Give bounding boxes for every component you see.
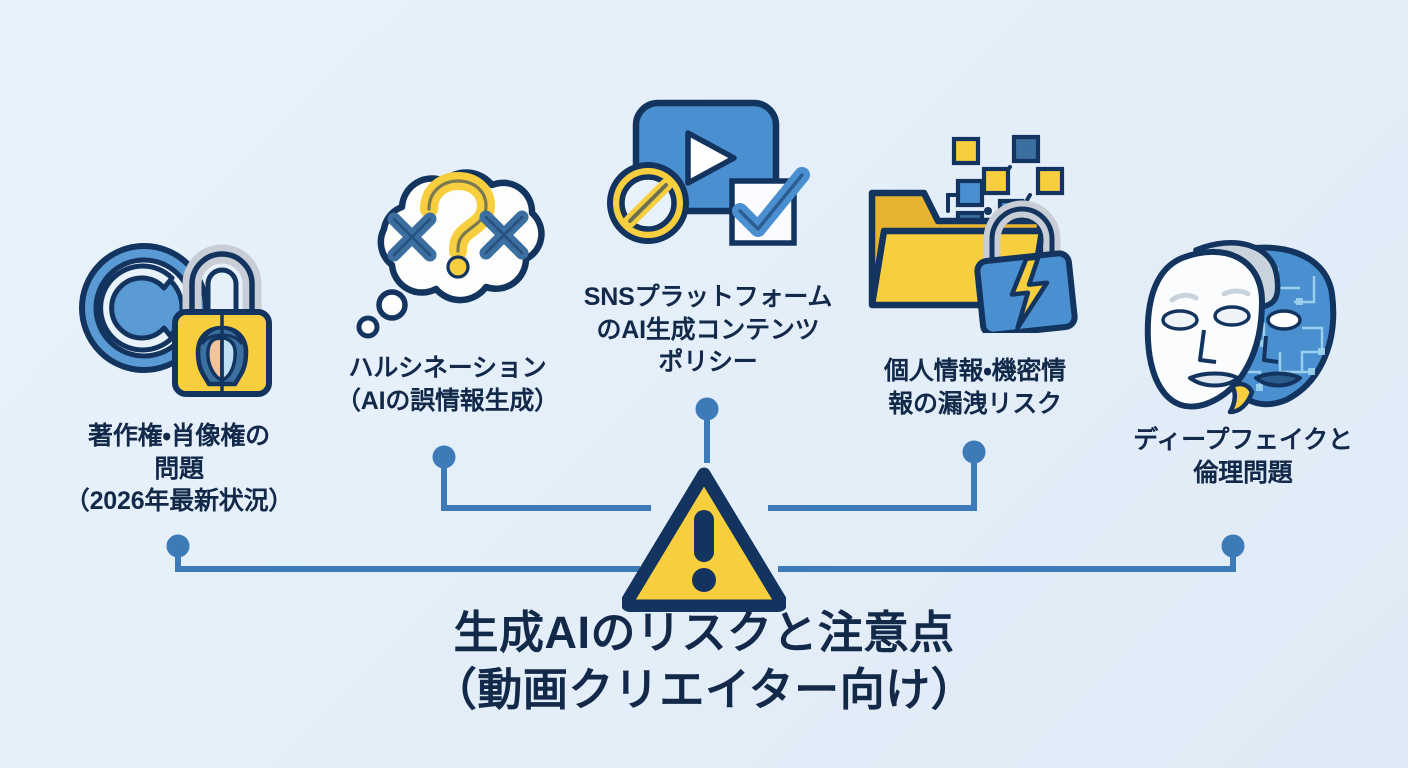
connector-data-leak [768, 453, 977, 511]
dual-mask-ai-icon [1144, 240, 1337, 415]
connector-copyright [175, 548, 640, 572]
connector-hallucination [441, 458, 651, 511]
connector-dot-data-leak [962, 440, 986, 464]
node-hallucination-label: ハルシネーション （AIの誤情報生成） [335, 354, 559, 415]
node-sns-policy-label: SNSプラットフォーム のAI生成コンテンツ ポリシー [583, 283, 833, 376]
folder-broken-lock-icon [868, 134, 1078, 333]
node-data-leak-label: 個人情報・機密情 報の漏洩リスク [884, 357, 1066, 418]
copyright-portrait-lock-icon [79, 243, 272, 397]
connector-deepfake [778, 548, 1236, 572]
node-deepfake-label: ディープフェイクと 倫理問題 [1133, 426, 1353, 487]
video-policy-check-icon [607, 99, 810, 246]
connector-dot-hallucination [432, 445, 456, 469]
main-title-line-2: （動画クリエイター向け） [431, 664, 977, 716]
warning-triangle-icon [622, 467, 786, 612]
main-title: 生成AIのリスクと注意点 （動画クリエイター向け） [0, 604, 1408, 718]
connector-dot-deepfake [1221, 534, 1245, 558]
node-copyright-label: 著作権・肖像権の 問題 （2026年最新状況） [64, 422, 294, 515]
connector-dot-sns-policy [695, 397, 719, 421]
main-title-line-1: 生成AIのリスクと注意点 [453, 607, 955, 658]
connector-dot-copyright [166, 534, 190, 558]
thought-cloud-question-icon [356, 169, 545, 339]
